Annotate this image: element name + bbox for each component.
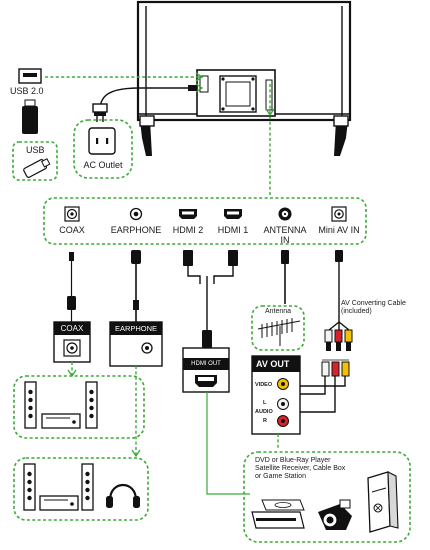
hdmi2-port-icon xyxy=(179,209,197,219)
port-label-mini-av: Mini AV IN xyxy=(318,225,360,235)
usb-port-icon xyxy=(18,68,42,84)
hdmi-out-label: HDMI OUT xyxy=(183,358,229,370)
mini-av-port-icon xyxy=(331,206,347,222)
ac-outlet-label: AC Outlet xyxy=(83,160,123,170)
antenna-port-icon xyxy=(278,207,292,221)
port-label-hdmi1: HDMI 1 xyxy=(217,225,249,235)
earphone-cable xyxy=(131,250,141,324)
av-out-r-label: R xyxy=(263,418,267,424)
ac-outlet-icon xyxy=(88,127,116,155)
av-out-video-label: VIDEO xyxy=(255,382,273,388)
usb-stick-icon xyxy=(22,99,38,134)
coax-port-icon xyxy=(64,206,80,222)
av-out-audio-label: AUDIO xyxy=(255,409,273,415)
earphone-port-icon xyxy=(129,207,143,221)
tv-back xyxy=(136,0,352,156)
hdmi-out-device-box xyxy=(182,347,230,393)
headphones-icon xyxy=(106,484,140,508)
speaker-box-1 xyxy=(13,375,145,439)
coax-box-label: COAX xyxy=(54,322,90,335)
speaker-box-2 xyxy=(13,457,149,521)
power-cable xyxy=(92,83,204,122)
usb-2-label: USB 2.0 xyxy=(10,86,44,96)
antenna-cable xyxy=(281,250,289,304)
antenna-icon xyxy=(257,318,301,346)
port-label-hdmi2: HDMI 2 xyxy=(172,225,204,235)
av-out-l-label: L xyxy=(263,400,267,406)
usb-stick-label: USB xyxy=(26,145,45,155)
av-out-title: AV OUT xyxy=(256,359,290,369)
antenna-box xyxy=(251,305,305,351)
speaker-icon xyxy=(23,463,94,511)
port-panel xyxy=(43,197,367,245)
source-devices-box xyxy=(243,451,411,543)
speaker-icon xyxy=(24,381,98,429)
port-label-coax: COAX xyxy=(59,225,85,235)
game-console-icon xyxy=(367,471,399,533)
usb-device-box xyxy=(12,141,58,181)
av-cable-label: AV Converting Cable (included) xyxy=(341,300,406,315)
port-label-antenna: ANTENNA IN xyxy=(263,225,307,245)
av-converting-cable xyxy=(300,250,353,413)
dvd-player-icon xyxy=(251,499,305,529)
source-devices-label: DVD or Blue-Ray Player Satellite Receive… xyxy=(255,457,346,480)
port-label-earphone: EARPHONE xyxy=(110,225,162,235)
camera-icon xyxy=(318,499,352,530)
antenna-label: Antenna xyxy=(265,308,292,315)
ac-outlet-box xyxy=(73,119,133,179)
coax-cable xyxy=(67,252,76,322)
earphone-box-label: EARPHONE xyxy=(110,322,162,335)
av-out-device-box xyxy=(251,355,301,435)
hdmi1-port-icon xyxy=(224,209,242,219)
hdmi-cable xyxy=(183,250,238,348)
hdmi-to-source-line xyxy=(206,392,250,495)
usb-drive-icon xyxy=(23,158,51,178)
